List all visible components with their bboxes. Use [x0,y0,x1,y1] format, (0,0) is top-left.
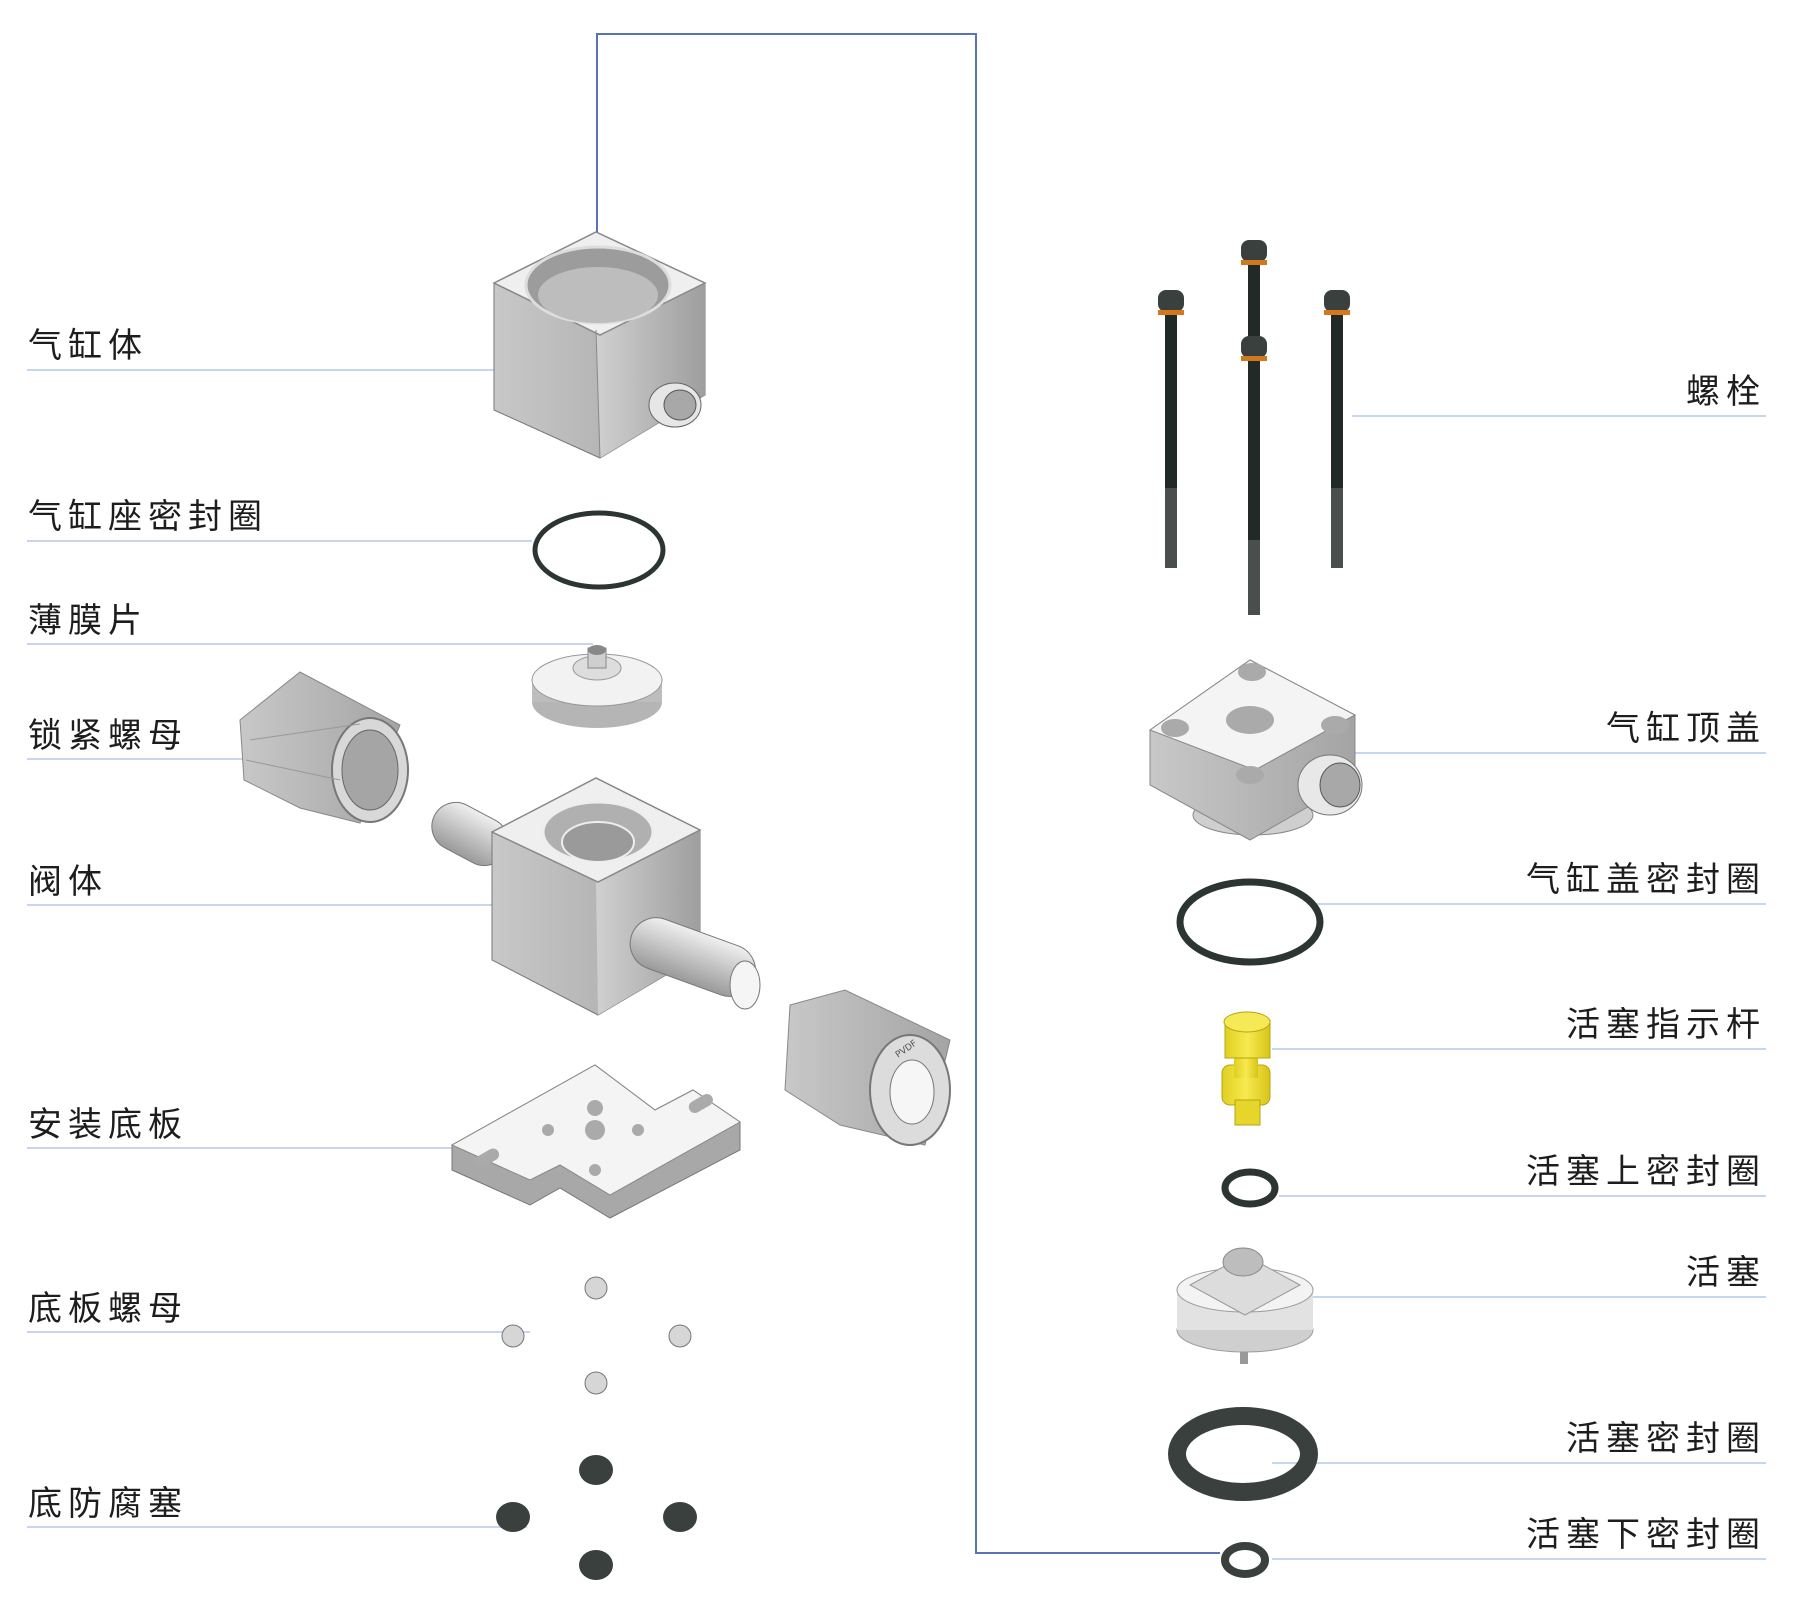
label-bolt: 螺栓 [1686,372,1766,412]
plate-nut [584,1371,608,1395]
anti-corrosion-plugs-part [496,1455,697,1580]
diaphragm-part [531,645,663,728]
bolts-part [1158,240,1350,615]
label-piston-upper-seal: 活塞上密封圈 [1526,1152,1766,1192]
bolt [1241,336,1267,416]
leader-bolt [1352,415,1766,417]
cylinder-cover-seal-part [1176,878,1324,966]
leader-plate-nut [27,1331,530,1333]
label-plate-nut: 底板螺母 [28,1289,188,1329]
assembly-connector-top [596,33,977,35]
piston-upper-seal-part [1221,1168,1279,1208]
piston-seal-part [1168,1407,1318,1501]
leader-cylinder-body [27,369,567,371]
assembly-connector-right [975,33,977,1554]
piston-lower-seal-part [1221,1542,1269,1578]
label-piston-lower-seal: 活塞下密封圈 [1526,1515,1766,1555]
plug [663,1502,697,1532]
plug [579,1455,613,1485]
leader-piston-upper-seal [1279,1195,1766,1197]
cylinder-top-cover-part [1148,659,1363,841]
label-cylinder-cover-seal: 气缸盖密封圈 [1526,860,1766,900]
label-piston-seal: 活塞密封圈 [1566,1419,1766,1459]
leader-lock-nut [27,758,322,760]
leader-cylinder-seat-seal [27,540,532,542]
label-diaphragm: 薄膜片 [28,601,148,641]
piston-indicator-rod-part [1221,1011,1271,1126]
label-valve-body: 阀体 [28,862,108,902]
plate-nuts-part [501,1276,692,1395]
label-anti-corrosion-plug: 底防腐塞 [28,1484,188,1524]
valve-body-part [431,777,761,1016]
mounting-plate-part [450,1064,741,1219]
assembly-connector-left [596,33,598,273]
bolt [1324,290,1350,568]
plate-nut [668,1324,692,1348]
bolt [1158,290,1184,568]
label-piston: 活塞 [1686,1253,1766,1293]
leader-piston [1272,1296,1766,1298]
leader-piston-lower-seal [1272,1558,1766,1560]
label-lock-nut: 锁紧螺母 [28,716,188,756]
leader-cylinder-top-cover [1290,752,1766,754]
lock-nut-pvdf-part: PVDF [784,989,951,1146]
leader-piston-indicator-rod [1272,1048,1766,1050]
plate-nut [584,1276,608,1300]
cylinder-body-part [492,231,707,459]
cylinder-seat-seal-part [532,510,666,590]
bolt [1241,240,1267,615]
plug [579,1550,613,1580]
label-cylinder-top-cover: 气缸顶盖 [1606,709,1766,749]
leader-piston-seal [1272,1462,1766,1464]
leader-anti-corrosion-plug [27,1526,527,1528]
label-cylinder-body: 气缸体 [28,326,148,366]
leader-valve-body [27,904,575,906]
leader-mounting-plate [27,1147,575,1149]
label-mounting-plate: 安装底板 [28,1105,188,1145]
lock-nut-part [239,671,409,824]
leader-cylinder-cover-seal [1311,903,1766,905]
assembly-connector-bottom [975,1552,1220,1554]
plate-nut [501,1324,525,1348]
label-cylinder-seat-seal: 气缸座密封圈 [28,497,268,537]
leader-diaphragm [27,643,593,645]
piston-part [1176,1247,1314,1364]
label-piston-indicator-rod: 活塞指示杆 [1566,1005,1766,1045]
pvdf-marking: PVDF [894,1039,919,1061]
